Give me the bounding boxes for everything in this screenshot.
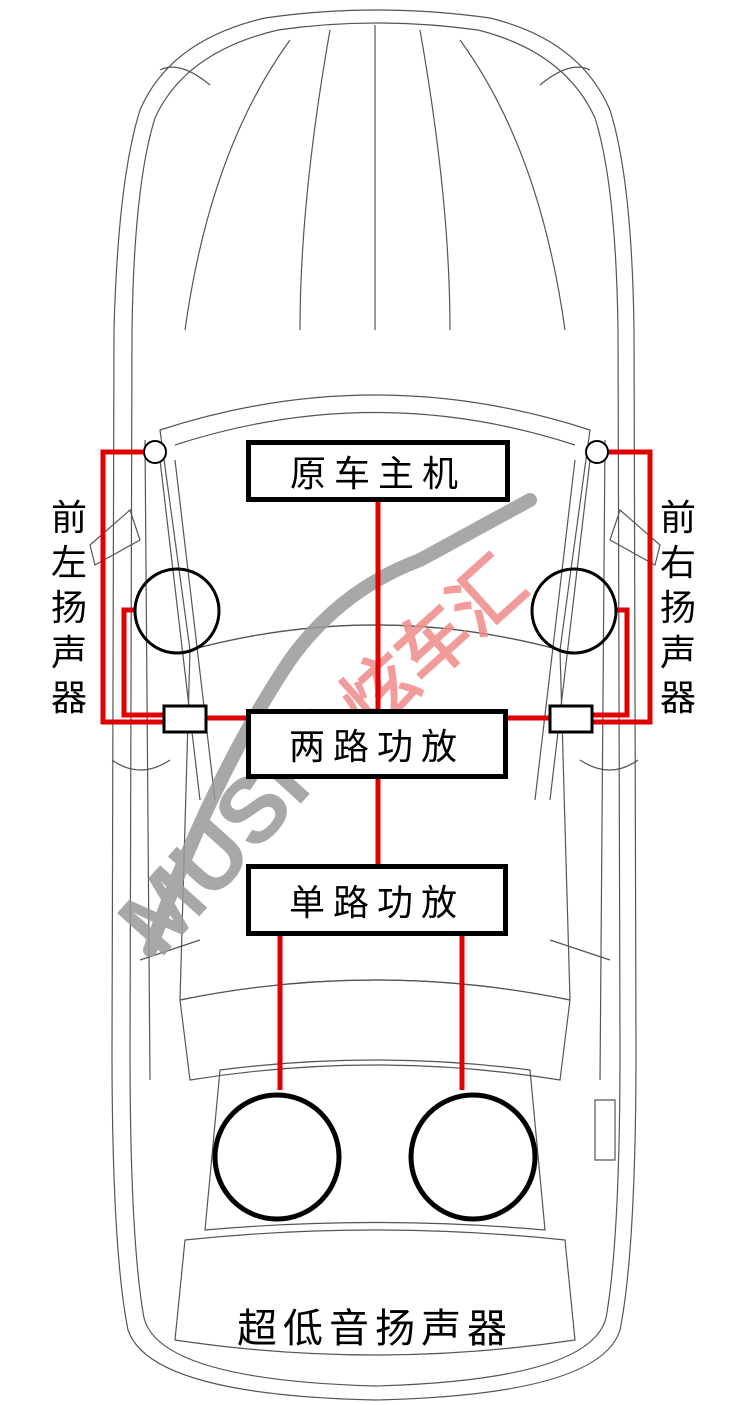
two-channel-amp-label: 两路功放: [288, 727, 465, 768]
left-crossover: [162, 704, 208, 734]
front-right-tweeter: [585, 440, 609, 464]
label-char: 右: [659, 543, 696, 584]
wire-right-tweeter: [592, 449, 653, 725]
label-char: 左: [50, 543, 87, 584]
right-crossover: [548, 704, 594, 734]
head-unit-label: 原车主机: [289, 454, 466, 495]
subwoofer-left: [212, 1092, 342, 1222]
wiring: [100, 449, 653, 1090]
label-char: 前: [50, 498, 87, 539]
label-char: 器: [659, 678, 696, 719]
two-channel-amp-box: 两路功放: [246, 709, 508, 779]
front-right-woofer: [530, 567, 618, 655]
mono-amp-box: 单路功放: [246, 864, 508, 936]
subwoofer-right: [408, 1092, 538, 1222]
label-char: 扬: [50, 588, 87, 629]
wire-right-woofer: [592, 607, 630, 718]
car-body-outline: [89, 9, 661, 1401]
label-char: 声: [659, 633, 696, 674]
front-left-speaker-label: 前 左 扬 声 器: [47, 496, 91, 721]
subwoofer-label: 超低音扬声器: [237, 1306, 513, 1352]
front-right-speaker-label: 前 右 扬 声 器: [656, 496, 700, 721]
front-left-tweeter: [143, 440, 167, 464]
label-char: 扬: [659, 588, 696, 629]
mono-amp-label: 单路功放: [288, 883, 465, 924]
label-char: 声: [50, 633, 87, 674]
label-char: 前: [659, 498, 696, 539]
head-unit-box: 原车主机: [246, 440, 510, 502]
label-char: 器: [50, 678, 87, 719]
wire-left-tweeter: [100, 449, 164, 725]
wire-left-woofer: [121, 607, 164, 718]
front-left-woofer: [133, 567, 221, 655]
